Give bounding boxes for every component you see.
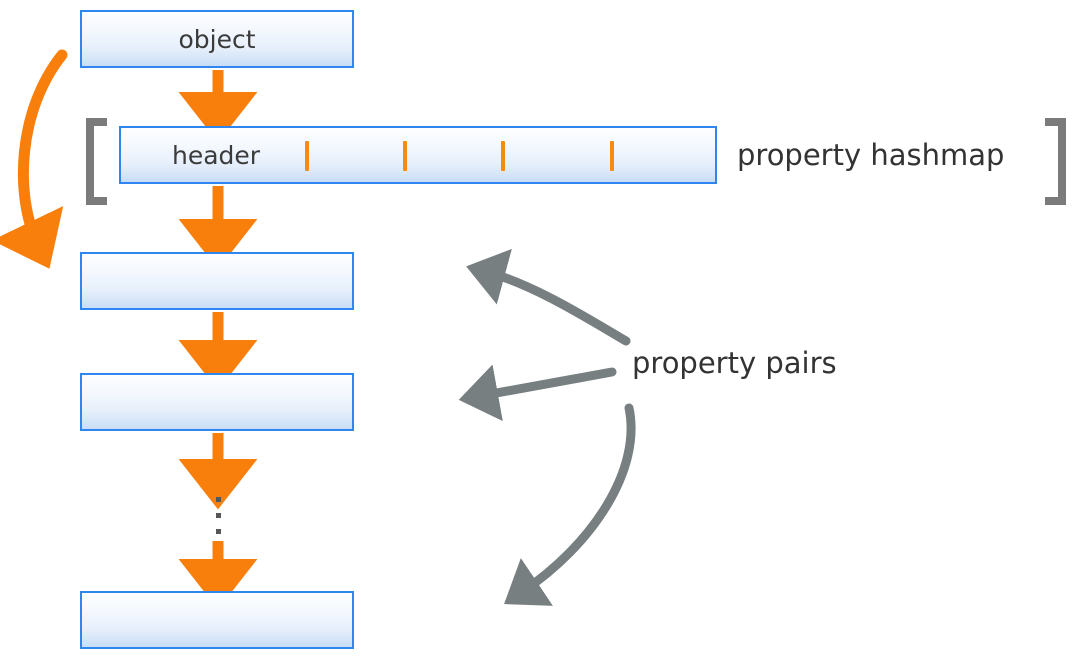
property-pair-box-2[interactable] [80,373,354,431]
ellipsis-dot-3 [216,529,221,534]
pointer-to-pair1-icon [466,248,631,346]
object-box-label: object [178,24,256,54]
arrow-object-to-first-pair-curved [0,49,68,269]
property-hashmap-box[interactable]: header [119,126,717,184]
ellipsis-dot-1 [216,497,221,502]
property-pair-box-1[interactable] [80,252,354,310]
property-pair-box-3[interactable] [80,591,354,649]
property-pairs-caption: property pairs [632,346,837,380]
property-hashmap-caption: property hashmap [737,138,1005,172]
ellipsis-dot-2 [216,513,221,518]
gray-pointer-arrows [458,248,636,606]
bracket-right [1045,118,1066,205]
bracket-left [86,118,107,205]
hashmap-brackets-group [86,118,1066,205]
hashmap-slot-tick-2 [403,141,407,171]
hashmap-slot-tick-1 [305,141,309,171]
header-label: header [172,140,261,170]
object-box[interactable]: object [80,10,354,68]
hashmap-slot-tick-4 [610,141,614,171]
pointer-to-pair3-icon [504,403,636,606]
pointer-to-pair2-icon [458,364,617,422]
hashmap-slot-tick-3 [501,141,505,171]
